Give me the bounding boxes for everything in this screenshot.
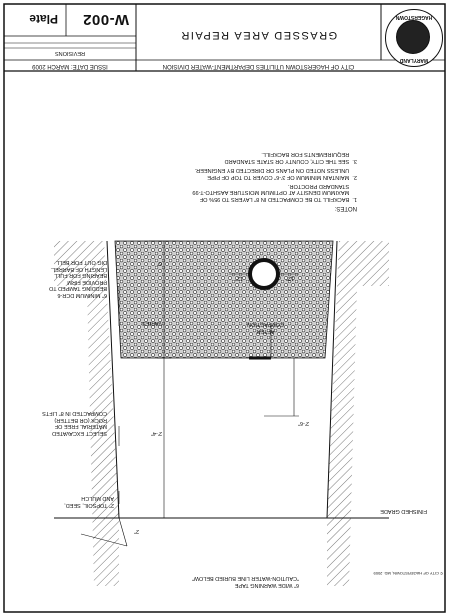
dim-12-left: 12" — [234, 275, 243, 281]
note-2: 2. MAINTAIN MINIMUM OF 3'-6" COVER TO TO… — [194, 167, 357, 180]
dim-12-right: 12" — [285, 275, 294, 281]
notes-heading: NOTES: — [334, 205, 357, 211]
finished-grade-label: FINISHED GRADE — [380, 508, 427, 514]
dim-2in: 2" — [133, 528, 139, 534]
seal-emblem — [396, 20, 430, 54]
seal-bottom-text: HAGERSTOWN — [395, 14, 433, 20]
native-soil-left — [327, 241, 389, 586]
dim-2-6: 2'-6" — [298, 420, 309, 426]
plate-label: Plate — [29, 12, 58, 26]
drawing-title: GRASSED AREA REPAIR — [179, 29, 338, 41]
note-3: 3. SEE THE CITY, COUNTY OR STATE STANDAR… — [224, 151, 357, 164]
note-1: 1. BACKFILL TO BE COMPACTED IN 8" LAYERS… — [192, 182, 357, 202]
dim-varies: VARIES — [142, 320, 162, 326]
dim-6in: 6" — [156, 260, 162, 266]
bedding-zone — [114, 240, 334, 359]
city-seal: MARYLAND HAGERSTOWN — [385, 9, 443, 67]
bedding-label: 6" MINIMUM DCR-6 BEDDING TAMPED TO PROVI… — [49, 259, 107, 299]
after-compaction-label: AFTER COMPACTION — [247, 321, 284, 335]
pipe — [248, 258, 280, 290]
issue-date: ISSUE DATE: MARCH 2009 — [32, 63, 108, 69]
copyright: © CITY OF HAGERSTOWN, MD. 2009 — [373, 571, 443, 576]
native-soil-right — [54, 241, 119, 586]
select-backfill-label: SELECT EXCAVATED MATERIAL FREE OF ROCK (… — [42, 410, 107, 437]
topsoil-label: 2" TOPSOIL, SEED, AND MULCH — [64, 495, 114, 509]
sheet-border — [3, 3, 446, 613]
revisions-label: REVISIONS — [55, 50, 85, 56]
warning-tape-label: 6" WIDE WARNING TAPE "CAUTION-WATER LINE… — [191, 575, 299, 589]
plate-number: W-002 — [82, 11, 129, 28]
city-line: CITY OF HAGERSTOWN UTILITIES DEPARTMENT-… — [162, 63, 355, 69]
dim-2-4: 2'-4" — [151, 430, 162, 436]
seal-top-text: MARYLAND — [399, 57, 429, 63]
